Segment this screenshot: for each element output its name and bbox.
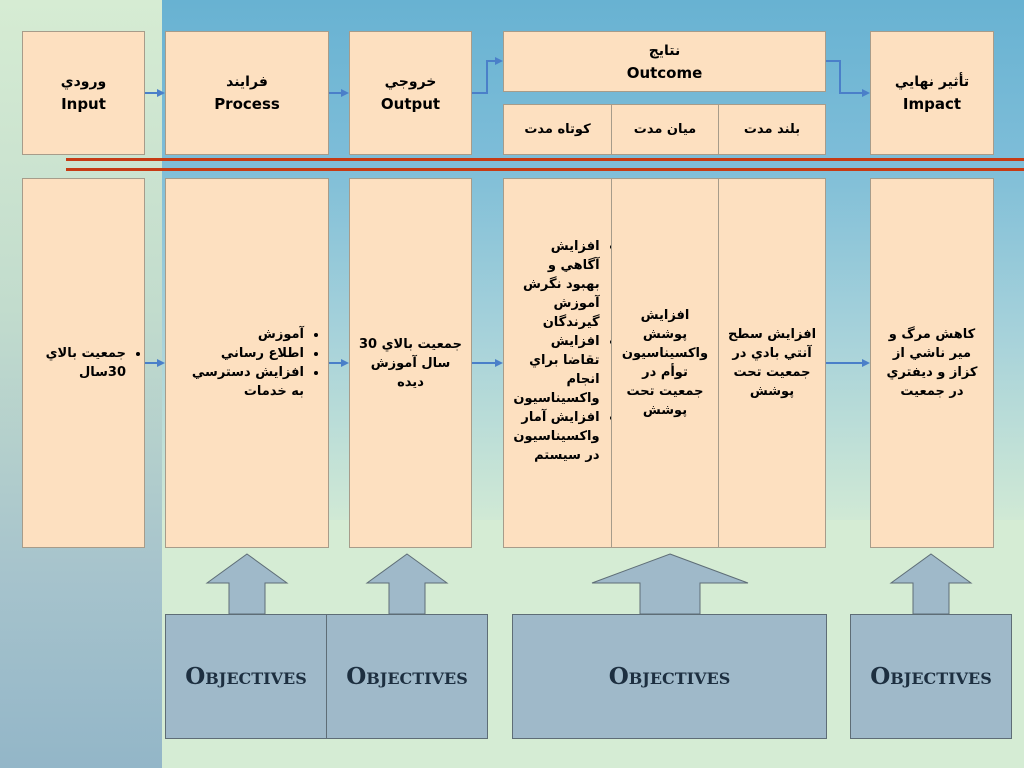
process-item: اطلاع رساني (184, 344, 304, 363)
short-term-item: افزايش آمار واكسيناسيون در سيستم (513, 408, 599, 465)
objectives-box-output: Objectives (326, 614, 488, 739)
outcome-short-term-box: افزايش آگاهي و بهبود نگرش آموزش گيرندگان… (503, 178, 612, 548)
output-header-fa: خروجي (384, 74, 437, 90)
up-arrow-outcome (591, 553, 749, 615)
objectives-box-impact: Objectives (850, 614, 1012, 739)
up-arrow-output (365, 553, 449, 615)
separator-stripe-top (66, 158, 1024, 161)
medium-term-text: افزايش پوشش واكسيناسيون توأم در جمعيت تح… (621, 308, 709, 418)
outcome-header: نتايج Outcome (503, 31, 826, 92)
process-item: آموزش (184, 325, 304, 344)
process-list: آموزش اطلاع رساني افزايش دسترسي به خدمات (166, 325, 328, 401)
short-term-label: كوتاه مدت (524, 122, 591, 137)
medium-term-label: ميان مدت (633, 122, 697, 137)
impact-text: كاهش مرگ و مير ناشي از كزاز و ديفتري در … (886, 327, 978, 399)
impact-header-fa: تأثير نهايي (894, 74, 970, 90)
input-item: جمعيت بالاي 30سال (23, 344, 126, 382)
arrow-outcome-to-impact (826, 60, 870, 97)
short-term-list: افزايش آگاهي و بهبود نگرش آموزش گيرندگان… (493, 237, 621, 465)
output-content-box: جمعيت بالاي 30 سال آموزش ديده (349, 178, 472, 548)
long-term-text: افزايش سطح آنتي بادي در جمعيت تحت پوشش (727, 327, 817, 399)
outcome-short-term-header: كوتاه مدت (503, 104, 612, 155)
process-header-fa: فرايند (226, 74, 268, 90)
long-term-label: بلند مدت (743, 122, 801, 137)
input-list: جمعيت بالاي 30سال (23, 344, 144, 382)
separator-stripe-bottom (66, 168, 1024, 171)
up-arrow-impact (889, 553, 973, 615)
process-header: فرايند Process (165, 31, 329, 155)
objectives-label: Objectives (608, 663, 731, 690)
impact-content-box: كاهش مرگ و مير ناشي از كزاز و ديفتري در … (870, 178, 994, 548)
impact-header: تأثير نهايي Impact (870, 31, 994, 155)
output-text: جمعيت بالاي 30 سال آموزش ديده (359, 336, 462, 390)
objectives-label: Objectives (870, 663, 992, 690)
arrow-output-to-outcome (472, 57, 503, 94)
short-term-item: افزايش آگاهي و بهبود نگرش آموزش گيرندگان (513, 237, 600, 332)
output-header: خروجي Output (349, 31, 472, 155)
process-item: افزايش دسترسي به خدمات (184, 363, 304, 401)
process-content-box: آموزش اطلاع رساني افزايش دسترسي به خدمات (165, 178, 329, 548)
outcome-header-en: Outcome (626, 63, 703, 82)
input-header-en: Input (61, 95, 106, 113)
outcome-long-term-header: بلند مدت (718, 104, 826, 155)
output-header-en: Output (380, 95, 441, 113)
input-header-fa: ورودي (60, 74, 107, 90)
objectives-label: Objectives (185, 663, 307, 690)
objectives-label: Objectives (346, 663, 468, 690)
input-content-box: جمعيت بالاي 30سال (22, 178, 145, 548)
objectives-box-outcome: Objectives (512, 614, 827, 739)
input-header: ورودي Input (22, 31, 145, 155)
up-arrow-process (205, 553, 289, 615)
outcome-medium-term-box: افزايش پوشش واكسيناسيون توأم در جمعيت تح… (611, 178, 719, 548)
outcome-header-fa: نتايج (648, 42, 681, 59)
outcome-long-term-box: افزايش سطح آنتي بادي در جمعيت تحت پوشش (718, 178, 826, 548)
short-term-item: افزايش تقاضا براي انجام واكسيناسيون (513, 332, 599, 408)
impact-header-en: Impact (902, 95, 962, 113)
outcome-medium-term-header: ميان مدت (611, 104, 719, 155)
process-header-en: Process (214, 95, 280, 113)
